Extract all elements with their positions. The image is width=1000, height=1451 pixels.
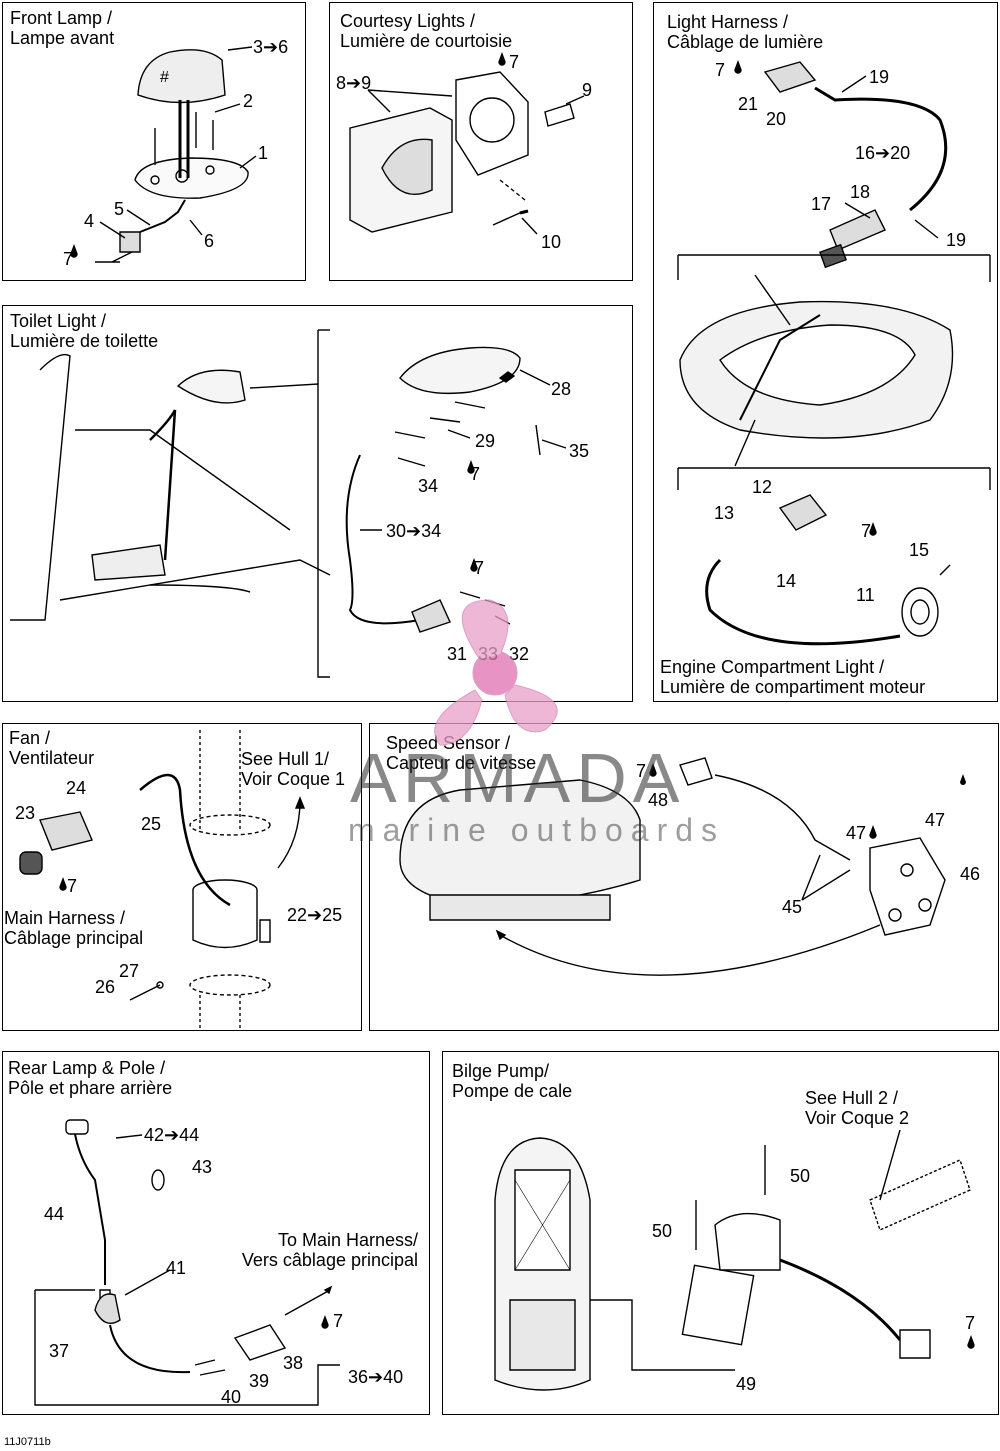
callout-label: 7 <box>636 761 647 781</box>
bilge-pump-title: Bilge Pump/ Pompe de cale <box>452 1061 573 1101</box>
callout-label: 18 <box>850 182 871 202</box>
toilet-light-drawing <box>10 330 566 677</box>
callout-label: 15 <box>909 540 930 560</box>
fan-panel <box>2 723 362 1031</box>
courtesy-light-drawing <box>350 54 584 234</box>
callout-label: 12 <box>752 477 773 497</box>
callout-label: 48 <box>648 790 669 810</box>
fan-main-harness-note: Main Harness / Câblage principal <box>4 908 144 948</box>
callout-label: 14 <box>776 571 797 591</box>
callout-label: 35 <box>569 441 590 461</box>
callout-label: 5 <box>114 199 125 219</box>
rear-lamp-to-main-note: To Main Harness/ Vers câblage principal <box>241 1230 418 1270</box>
fan-title: Fan / Ventilateur <box>9 728 95 768</box>
front-lamp-drawing: # <box>71 47 256 262</box>
callout-label: 47 <box>925 810 946 830</box>
figure-code: 11J0711b <box>4 1436 51 1448</box>
callout-label: 43 <box>192 1157 213 1177</box>
rear-lamp-panel <box>2 1051 430 1415</box>
light-harness-title: Light Harness / Câblage de lumière <box>667 12 824 52</box>
callout-label: 7 <box>474 558 485 578</box>
callout-label: 44 <box>44 1204 65 1224</box>
callout-label: 10 <box>541 232 562 252</box>
callout-label: 17 <box>811 194 832 214</box>
callout-label: 7 <box>470 464 481 484</box>
callout-label: 46 <box>960 864 981 884</box>
callout-label: 7 <box>63 249 74 269</box>
callout-label: 25 <box>141 814 162 834</box>
callout-label: 34 <box>418 476 439 496</box>
callout-label: 8➔9 <box>336 73 372 93</box>
callout-label: 45 <box>782 897 803 917</box>
callout-label: 38 <box>283 1353 304 1373</box>
callout-label: 7 <box>861 521 872 541</box>
callout-label: 4 <box>84 211 95 231</box>
callout-label: 42➔44 <box>144 1125 200 1145</box>
callout-label: 7 <box>67 876 78 896</box>
rear-lamp-title: Rear Lamp & Pole / Pôle et phare arrière <box>8 1058 173 1098</box>
bilge-see-hull-note: See Hull 2 / Voir Coque 2 <box>805 1088 910 1128</box>
fan-drawing <box>20 730 304 1030</box>
callout-label: 22➔25 <box>287 905 343 925</box>
callout-label: 37 <box>49 1341 70 1361</box>
callout-label: 19 <box>869 67 890 87</box>
speed-sensor-title: Speed Sensor / Capteur de vitesse <box>386 733 537 773</box>
rear-lamp-drawing <box>35 1120 340 1405</box>
callout-label: 24 <box>66 778 87 798</box>
courtesy-lights-title: Courtesy Lights / Lumière de courtoisie <box>340 11 513 51</box>
callout-label: 20 <box>766 109 787 129</box>
callout-label: 30➔34 <box>386 521 442 541</box>
fan-see-hull-note: See Hull 1/ Voir Coque 1 <box>241 749 346 789</box>
callout-label: 27 <box>119 961 140 981</box>
callout-label: 19 <box>946 230 967 250</box>
svg-text:#: # <box>160 69 169 86</box>
light-harness-drawing <box>678 62 990 785</box>
callout-label: 1 <box>258 143 269 163</box>
speed-sensor-drawing <box>400 758 945 975</box>
callout-label: 49 <box>736 1374 757 1394</box>
callout-label: 26 <box>95 977 116 997</box>
callout-label: 2 <box>243 91 254 111</box>
callout-label: 41 <box>166 1258 187 1278</box>
callout-label: 11 <box>856 585 875 605</box>
callout-label: 29 <box>475 431 496 451</box>
callout-label: 21 <box>738 94 759 114</box>
front-lamp-panel <box>2 2 306 281</box>
toilet-light-title: Toilet Light / Lumière de toilette <box>10 311 159 351</box>
callout-label: 7 <box>965 1313 976 1333</box>
callout-label: 36➔40 <box>348 1367 404 1387</box>
callout-label: 50 <box>790 1166 811 1186</box>
callout-label: 9 <box>582 80 593 100</box>
callout-label: 3➔6 <box>253 37 289 57</box>
bilge-pump-drawing <box>495 1130 974 1390</box>
callout-label: 13 <box>714 503 735 523</box>
callout-label: 7 <box>509 52 520 72</box>
callout-label: 40 <box>221 1387 242 1407</box>
callout-label: 23 <box>15 803 36 823</box>
callout-label: 6 <box>204 231 215 251</box>
callout-label: 7 <box>715 60 726 80</box>
callout-label: 7 <box>333 1311 344 1331</box>
callout-label: 16➔20 <box>855 143 911 163</box>
callout-label: 47 <box>846 823 867 843</box>
engine-light-title: Engine Compartment Light / Lumière de co… <box>660 657 926 697</box>
callout-label: 28 <box>551 379 572 399</box>
callout-label: 50 <box>652 1221 673 1241</box>
front-lamp-title: Front Lamp / Lampe avant <box>10 8 115 48</box>
callout-label: 39 <box>249 1371 270 1391</box>
